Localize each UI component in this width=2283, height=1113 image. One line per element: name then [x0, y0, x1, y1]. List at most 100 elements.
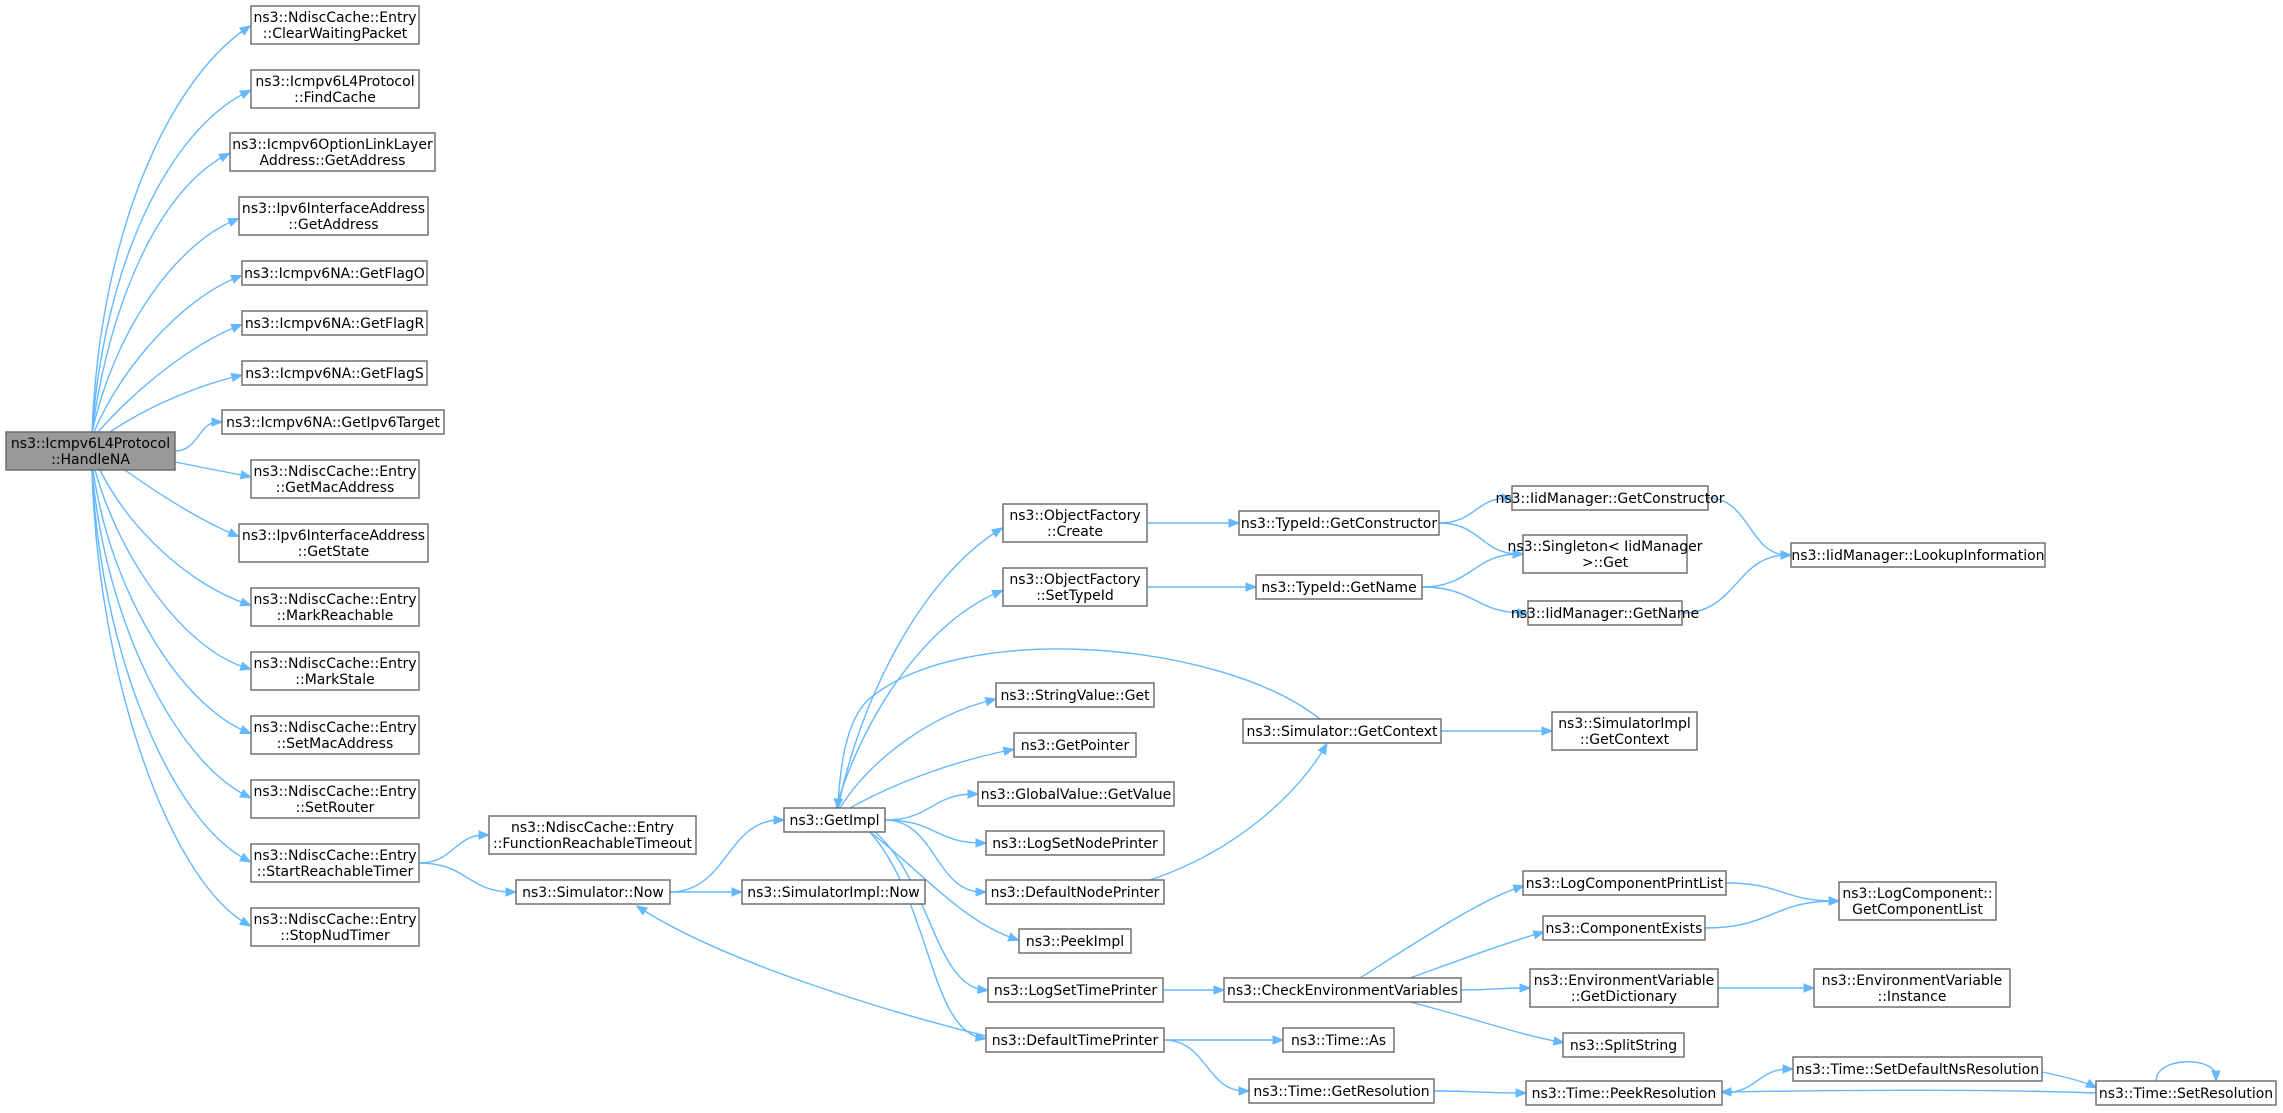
arrowhead	[1272, 1035, 1285, 1045]
edge-envvar-getdictionary-to-envvar-instance	[1718, 983, 1816, 993]
arrowhead	[2211, 1070, 2221, 1083]
node-box	[987, 977, 1164, 1003]
node-logsetnodeprinter[interactable]: ns3::LogSetNodePrinter	[985, 830, 1165, 856]
node-globalvalue-getvalue[interactable]: ns3::GlobalValue::GetValue	[977, 781, 1175, 807]
node-time-setdefaultnsresolution[interactable]: ns3::Time::SetDefaultNsResolution	[1792, 1056, 2043, 1082]
node-optlinklayer-getaddress[interactable]: ns3::Icmpv6OptionLinkLayerAddress::GetAd…	[229, 132, 436, 172]
node-iidmanager-getconstructor[interactable]: ns3::IidManager::GetConstructor	[1495, 485, 1725, 511]
node-componentexists[interactable]: ns3::ComponentExists	[1542, 915, 1706, 941]
node-label: ::GetDictionary	[1571, 989, 1677, 1005]
node-clearwaitingpacket[interactable]: ns3::NdiscCache::Entry::ClearWaitingPack…	[250, 5, 420, 45]
edge-getimpl-to-defaulttimeprinter	[869, 831, 988, 1042]
arrowhead	[230, 323, 243, 333]
node-findcache[interactable]: ns3::Icmpv6L4Protocol::FindCache	[250, 69, 420, 109]
node-label: ns3::Time::As	[1291, 1033, 1386, 1049]
arrowhead	[239, 597, 253, 607]
node-getflagr[interactable]: ns3::Icmpv6NA::GetFlagR	[241, 310, 428, 336]
arrowhead	[1245, 582, 1258, 592]
node-markreachable[interactable]: ns3::NdiscCache::Entry::MarkReachable	[250, 587, 420, 627]
node-label: ns3::DefaultNodePrinter	[991, 885, 1160, 901]
node-box	[1282, 1027, 1395, 1053]
node-box	[1813, 968, 2011, 1008]
node-envvar-getdictionary[interactable]: ns3::EnvironmentVariable::GetDictionary	[1529, 968, 1719, 1008]
node-typeid-getname[interactable]: ns3::TypeId::GetName	[1255, 574, 1423, 600]
node-label: ::HandleNA	[51, 452, 130, 468]
node-label: ::GetState	[298, 544, 369, 560]
node-getpointer[interactable]: ns3::GetPointer	[1013, 732, 1137, 758]
node-iidmanager-lookupinformation[interactable]: ns3::IidManager::LookupInformation	[1790, 542, 2046, 568]
node-splitstring[interactable]: ns3::SplitString	[1562, 1032, 1685, 1058]
node-getimpl[interactable]: ns3::GetImpl	[783, 807, 886, 833]
node-objectfactory-create[interactable]: ns3::ObjectFactory::Create	[1002, 503, 1148, 543]
node-simulator-getcontext[interactable]: ns3::Simulator::GetContext	[1242, 718, 1442, 744]
node-label: ns3::PeekImpl	[1026, 934, 1124, 950]
node-logcomponent-getcomponentlist[interactable]: ns3::LogComponent::GetComponentList	[1838, 881, 1997, 921]
node-label: ::MarkStale	[295, 672, 374, 688]
node-logsettimeprinter[interactable]: ns3::LogSetTimePrinter	[987, 977, 1164, 1003]
node-label: ns3::Icmpv6L4Protocol	[255, 74, 414, 90]
arrowhead	[239, 89, 252, 100]
edge-objectfactory-settypeid-to-typeid-getname	[1147, 582, 1258, 592]
node-typeid-getconstructor[interactable]: ns3::TypeId::GetConstructor	[1238, 510, 1440, 536]
arrowhead	[227, 528, 240, 538]
node-functionreachabletimeout[interactable]: ns3::NdiscCache::Entry::FunctionReachabl…	[488, 815, 697, 855]
node-logcomponentprintlist[interactable]: ns3::LogComponentPrintList	[1522, 870, 1727, 896]
node-label: ns3::Time::PeekResolution	[1532, 1086, 1717, 1102]
arrowhead	[990, 527, 1004, 538]
node-box	[250, 907, 420, 947]
node-handlena[interactable]: ns3::Icmpv6L4Protocol::HandleNA	[5, 431, 176, 471]
node-box	[1562, 1032, 1685, 1058]
node-simulatorimpl-now[interactable]: ns3::SimulatorImpl::Now	[741, 879, 926, 905]
node-label: ns3::ObjectFactory	[1009, 508, 1140, 524]
node-label: >::Get	[1582, 555, 1629, 571]
node-time-setresolution[interactable]: ns3::Time::SetResolution	[2095, 1080, 2277, 1106]
arrowhead	[1719, 1087, 1732, 1097]
node-box	[250, 69, 420, 109]
node-getflags[interactable]: ns3::Icmpv6NA::GetFlagS	[241, 360, 428, 386]
edge-time-setdefaultnsresolution-to-time-setresolution	[2041, 1071, 2098, 1089]
node-box	[229, 132, 436, 172]
node-defaulttimeprinter[interactable]: ns3::DefaultTimePrinter	[985, 1027, 1165, 1053]
node-getipv6target[interactable]: ns3::Icmpv6NA::GetIpv6Target	[221, 409, 445, 435]
node-time-getresolution[interactable]: ns3::Time::GetResolution	[1248, 1078, 1435, 1104]
node-simulatorimpl-getcontext[interactable]: ns3::SimulatorImpl::GetContext	[1551, 711, 1698, 751]
node-label: Address::GetAddress	[260, 153, 406, 169]
node-getflago[interactable]: ns3::Icmpv6NA::GetFlagO	[241, 260, 428, 286]
node-label: ns3::TypeId::GetName	[1261, 580, 1416, 596]
edge-checkenvvars-to-envvar-getdictionary	[1460, 983, 1532, 993]
nodes-layer: ns3::Icmpv6L4Protocol::HandleNAns3::Ndis…	[5, 5, 2277, 1106]
node-markstale[interactable]: ns3::NdiscCache::Entry::MarkStale	[250, 651, 420, 691]
edge-handlena-to-getmacaddress	[174, 461, 253, 480]
node-getmacaddress[interactable]: ns3::NdiscCache::Entry::GetMacAddress	[250, 459, 420, 499]
edge-handlena-to-stopnudtimer	[91, 469, 252, 927]
arrowhead	[230, 274, 243, 284]
node-box	[250, 715, 420, 755]
node-checkenvvars[interactable]: ns3::CheckEnvironmentVariables	[1223, 977, 1462, 1003]
node-objectfactory-settypeid[interactable]: ns3::ObjectFactory::SetTypeId	[1002, 567, 1148, 607]
node-stringvalue-get[interactable]: ns3::StringValue::Get	[995, 682, 1155, 708]
node-simulator-now[interactable]: ns3::Simulator::Now	[515, 879, 671, 905]
node-singleton-get[interactable]: ns3::Singleton< IidManager>::Get	[1508, 534, 1703, 574]
node-time-as[interactable]: ns3::Time::As	[1282, 1027, 1395, 1053]
node-ipv6ifaddr-getaddress[interactable]: ns3::Ipv6InterfaceAddress::GetAddress	[238, 196, 429, 236]
edge-handlena-to-getflags	[109, 372, 244, 433]
edge-handlena-to-getstate	[124, 469, 240, 538]
node-peekimpl[interactable]: ns3::PeekImpl	[1018, 928, 1132, 954]
edge-checkenvvars-to-logcomponentprintlist	[1359, 884, 1526, 979]
arrowhead	[239, 661, 253, 671]
node-setmacaddress[interactable]: ns3::NdiscCache::Entry::SetMacAddress	[250, 715, 420, 755]
node-label: ns3::NdiscCache::Entry	[254, 10, 417, 26]
node-setrouter[interactable]: ns3::NdiscCache::Entry::SetRouter	[250, 779, 420, 819]
edge-time-setresolution-to-time-peekresolution	[1719, 1087, 2097, 1097]
node-startreachabletimer[interactable]: ns3::NdiscCache::Entry::StartReachableTi…	[250, 843, 420, 883]
node-stopnudtimer[interactable]: ns3::NdiscCache::Entry::StopNudTimer	[250, 907, 420, 947]
node-getstate[interactable]: ns3::Ipv6InterfaceAddress::GetState	[238, 523, 429, 563]
node-envvar-instance[interactable]: ns3::EnvironmentVariable::Instance	[1813, 968, 2011, 1008]
node-box	[1790, 542, 2046, 568]
edge-getimpl-to-logsetnodeprinter	[884, 819, 988, 848]
node-label: ns3::Time::SetDefaultNsResolution	[1796, 1062, 2039, 1078]
arrowhead	[239, 725, 252, 734]
node-iidmanager-getname[interactable]: ns3::IidManager::GetName	[1511, 600, 1699, 626]
node-defaultnodeprinter[interactable]: ns3::DefaultNodePrinter	[985, 879, 1165, 905]
node-time-peekresolution[interactable]: ns3::Time::PeekResolution	[1525, 1080, 1723, 1106]
